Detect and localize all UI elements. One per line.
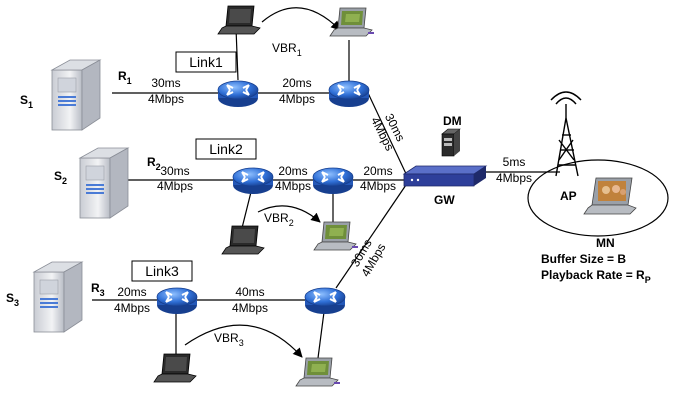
router-r1b-icon <box>328 80 370 108</box>
connection-lines <box>92 27 560 359</box>
line-r3b-gw <box>335 181 409 289</box>
link2-box: Link2 <box>195 138 257 160</box>
laptop-vbr3-dest-icon <box>295 357 341 387</box>
gateway-icon <box>402 165 488 187</box>
laptop-vbr2-dest-icon <box>313 221 359 251</box>
link3-box: Link3 <box>131 260 193 282</box>
laptop-vbr1-dest-icon <box>329 7 375 37</box>
edge-l3a-delay: 20ms <box>117 285 146 299</box>
edge-l1b-delay: 20ms <box>282 76 311 90</box>
line-laptop-r1 <box>235 27 239 81</box>
server-s1-icon <box>51 59 101 131</box>
source-s1-label: S1 <box>20 93 33 110</box>
edge-l2b-delay: 20ms <box>278 164 307 178</box>
edge-l2a-delay: 30ms <box>160 164 189 178</box>
router-r2b-icon <box>312 167 354 195</box>
mn-label: MN <box>596 236 615 250</box>
edge-l3b-delay: 40ms <box>235 285 264 299</box>
ap-label: AP <box>560 189 577 203</box>
router-r3-icon <box>156 287 198 315</box>
laptop-vbr3-source-icon <box>153 353 197 383</box>
r2-label: R2 <box>147 155 161 172</box>
vbr1-arc <box>261 7 341 31</box>
buffer-size-label: Buffer Size = B <box>541 252 626 266</box>
edge-l1a-delay: 30ms <box>151 76 180 90</box>
edge-gwap-delay: 5ms <box>503 155 526 169</box>
dm-device-icon <box>441 128 461 157</box>
router-r3b-icon <box>304 287 346 315</box>
link1-box: Link1 <box>175 51 237 73</box>
line-router-laptop-vbr3 <box>317 311 325 359</box>
laptop-vbr1-source-icon <box>217 5 261 35</box>
line-laptop-r2 <box>241 191 252 229</box>
edge-l3b-bw: 4Mbps <box>232 301 268 315</box>
edge-l2c-delay: 20ms <box>363 164 392 178</box>
edge-l2b-bw: 4Mbps <box>275 179 311 193</box>
edge-l2c-bw: 4Mbps <box>360 179 396 193</box>
router-r2-icon <box>232 167 274 195</box>
server-s2-icon <box>79 147 129 219</box>
mn-coverage-ellipse <box>527 159 669 237</box>
edge-l1a-bw: 4Mbps <box>148 92 184 106</box>
laptop-vbr2-source-icon <box>221 225 265 255</box>
mn-laptop-icon <box>583 177 637 215</box>
vbr2-arc <box>257 205 321 223</box>
source-s2-label: S2 <box>54 169 67 186</box>
server-s3-icon <box>33 261 83 333</box>
ap-tower-icon <box>550 91 582 177</box>
vbr2-label: VBR2 <box>264 211 294 228</box>
dm-label: DM <box>443 114 462 128</box>
router-r1-icon <box>217 80 259 108</box>
line-r1b-gw <box>367 92 409 179</box>
edge-l3c-group: 30ms 4Mbps <box>348 237 389 279</box>
link1-label: Link1 <box>189 54 223 70</box>
vbr3-label: VBR3 <box>214 331 244 348</box>
edge-l3a-bw: 4Mbps <box>114 301 150 315</box>
r1-label: R1 <box>118 69 132 86</box>
source-s3-label: S3 <box>6 291 19 308</box>
r3-label: R3 <box>91 281 105 298</box>
vbr1-label: VBR1 <box>272 41 302 58</box>
edge-l1b-bw: 4Mbps <box>279 92 315 106</box>
edge-l1c-group: 30ms 4Mbps <box>368 111 408 153</box>
link2-label: Link2 <box>209 141 243 157</box>
edge-gwap-bw: 4Mbps <box>496 171 532 185</box>
playback-rate-label: Playback Rate = RP <box>541 268 651 285</box>
link3-label: Link3 <box>145 263 179 279</box>
edge-l2a-bw: 4Mbps <box>157 179 193 193</box>
gw-label: GW <box>434 193 455 207</box>
vbr-arcs <box>184 7 341 358</box>
vbr3-arc <box>184 324 303 358</box>
